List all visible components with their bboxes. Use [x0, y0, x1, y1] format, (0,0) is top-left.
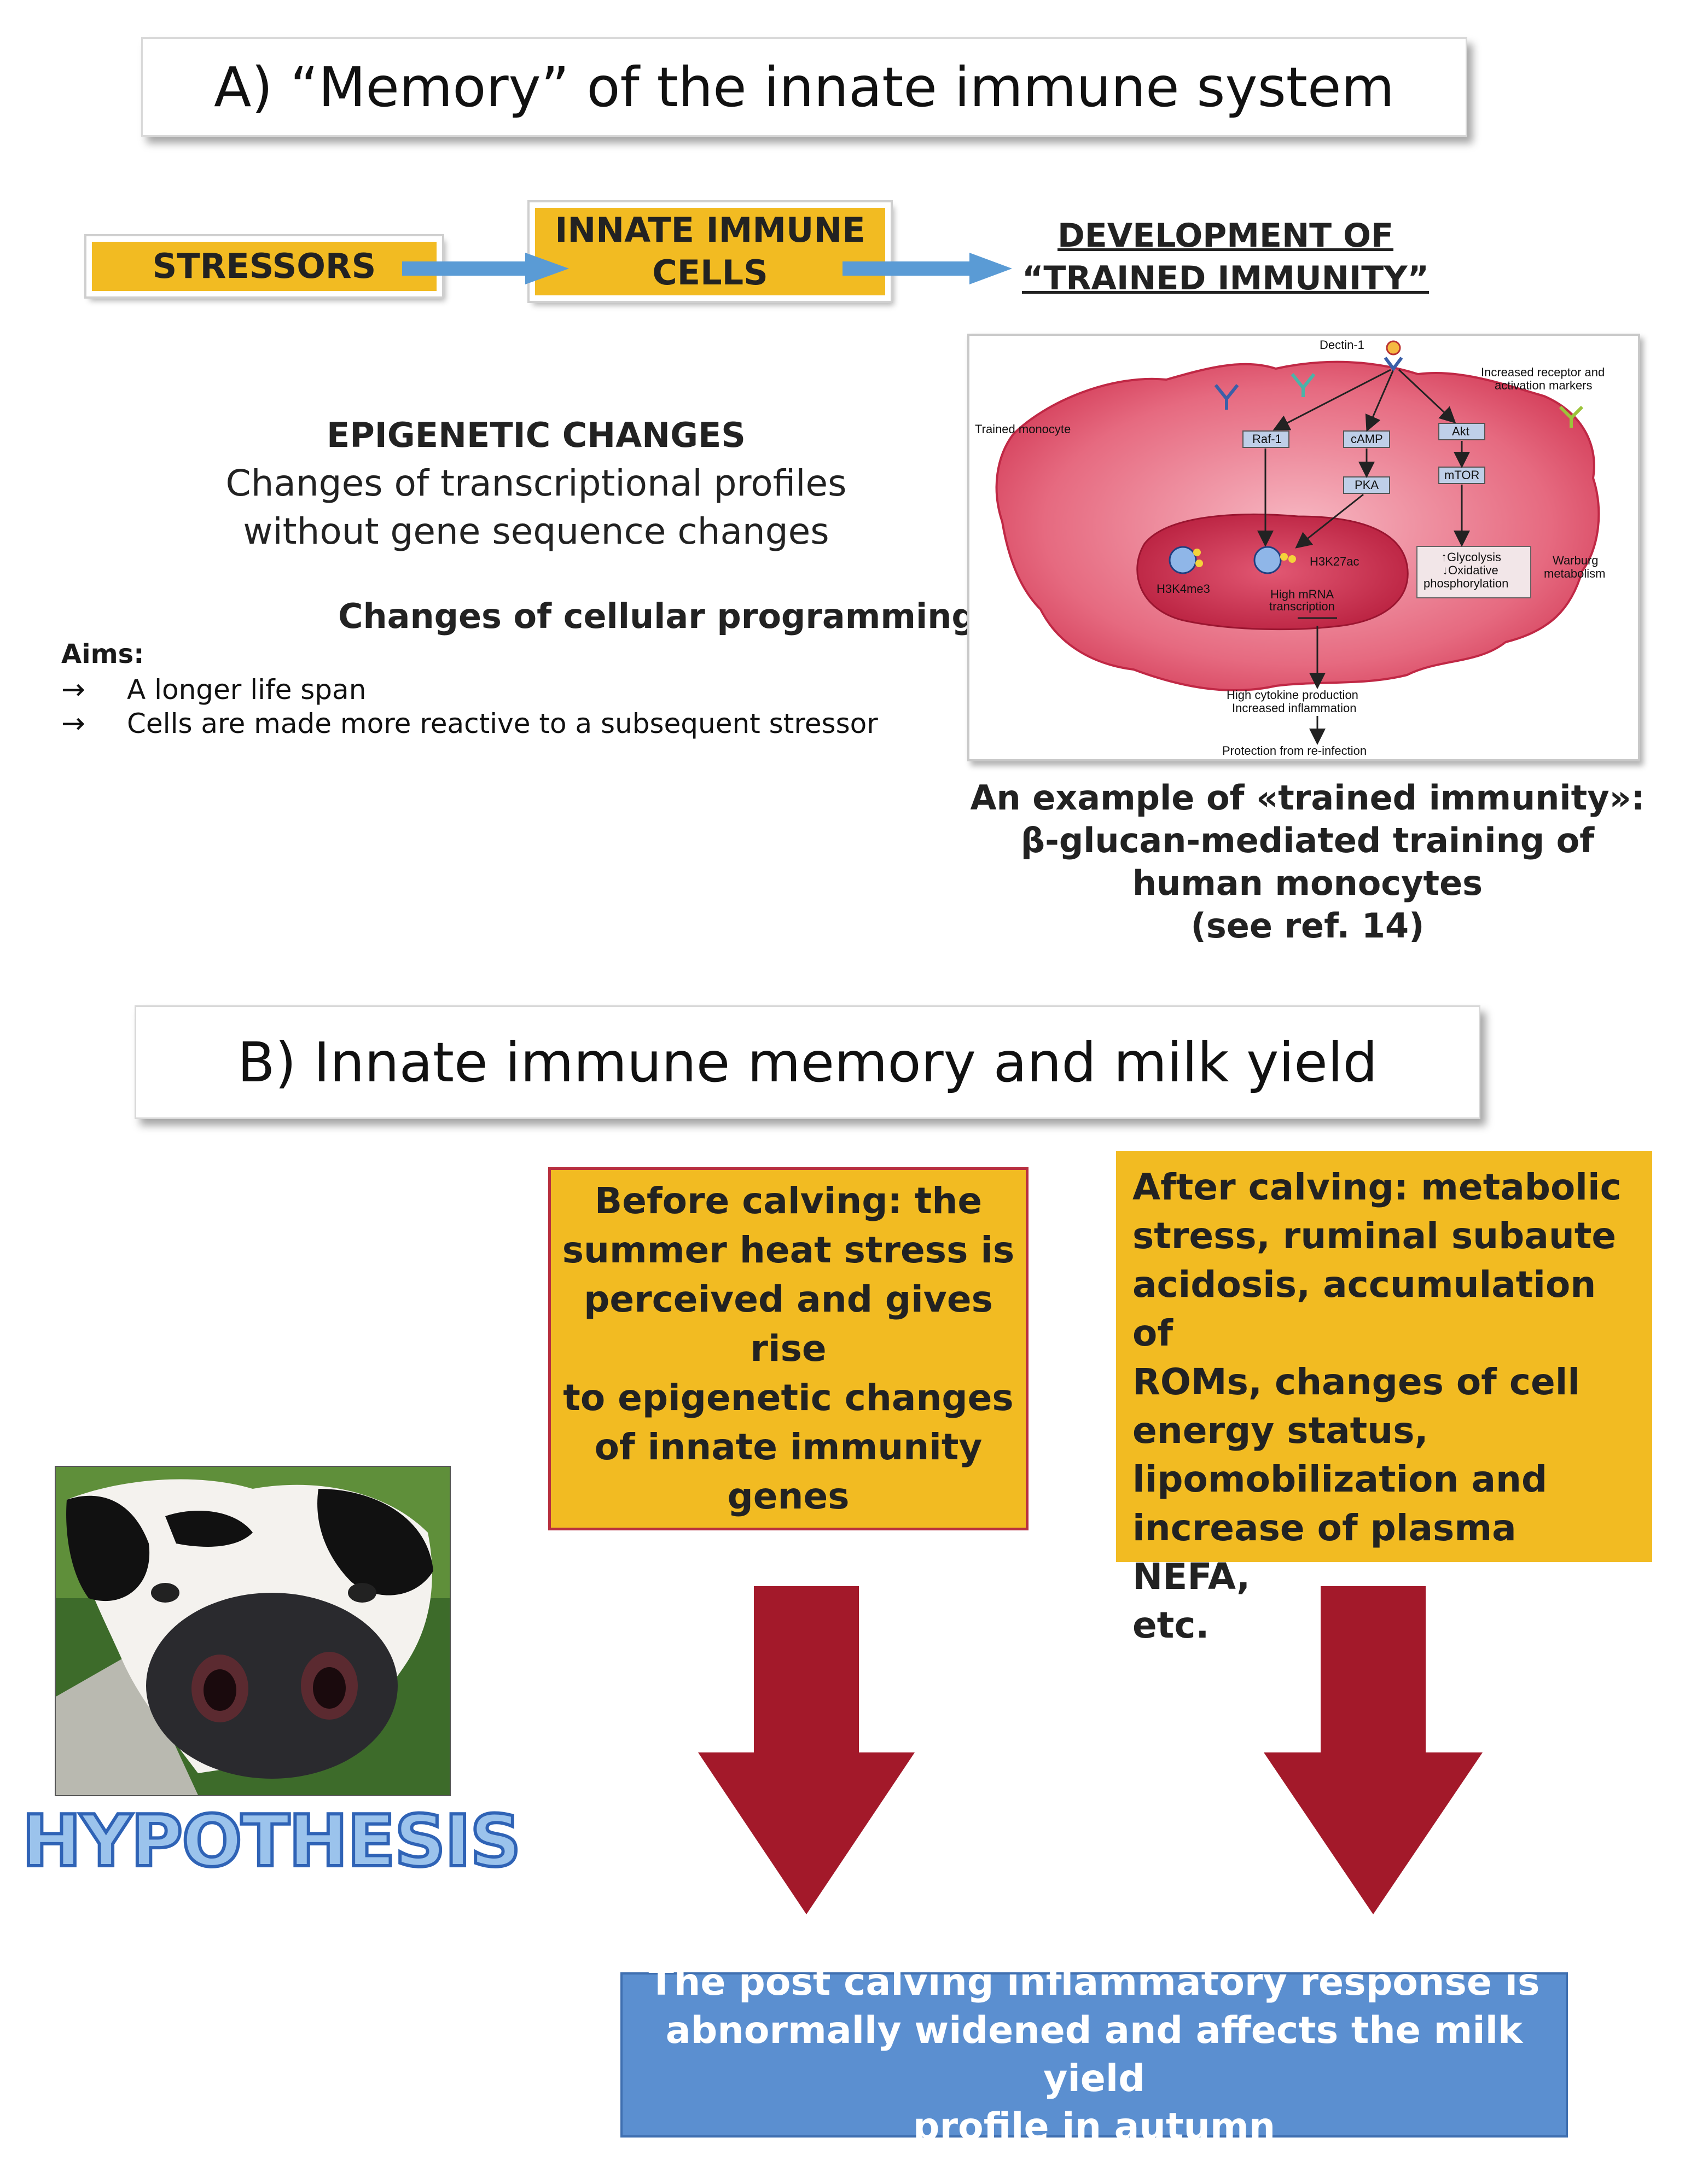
fig-trained-monocyte: Trained monocyte: [975, 422, 1071, 436]
trained-immunity-caption: An example of «trained immunity»: β-gluc…: [952, 777, 1663, 947]
epigenetic-line1: Changes of transcriptional profiles: [225, 462, 847, 504]
caption-line4: (see ref. 14): [1190, 906, 1425, 946]
down-arrow-left: [698, 1586, 915, 1914]
fig-cytokine-2: Increased inflammation: [1232, 701, 1356, 715]
development-line1: DEVELOPMENT OF: [1057, 217, 1393, 255]
caption-line3: human monocytes: [1132, 863, 1483, 903]
aims-arrow-1: →: [61, 673, 85, 706]
before-calving-line4: to epigenetic changes: [563, 1377, 1014, 1419]
after-calving-line6: lipomobilization and: [1132, 1458, 1548, 1500]
after-calving-line2: stress, ruminal subaute: [1132, 1215, 1617, 1257]
glycolysis-box: [1416, 546, 1531, 598]
aims-block: Aims: → A longer life span → Cells are m…: [61, 639, 937, 741]
stressors-box: STRESSORS: [84, 234, 444, 299]
section-b-title: B) Innate immune memory and milk yield: [237, 1030, 1378, 1094]
figure-text: Dectin-1 Increased receptor and activati…: [975, 338, 1605, 758]
fig-camp: cAMP: [1351, 432, 1383, 446]
after-calving-box: After calving: metabolic stress, ruminal…: [1116, 1151, 1652, 1646]
dectin-receptor-icon: [1384, 340, 1403, 371]
innate-cells-line1: INNATE IMMUNE: [555, 210, 865, 250]
flow-arrows: [402, 253, 1012, 284]
development-label: DEVELOPMENT OF “TRAINED IMMUNITY”: [996, 214, 1455, 300]
section-a-header: A) “Memory” of the innate immune system: [141, 37, 1467, 137]
section-a-title: A) “Memory” of the innate immune system: [214, 55, 1395, 119]
cow-photo: [55, 1466, 451, 1796]
fig-warburg-1: Warburg: [1553, 554, 1599, 567]
camp-box: [1343, 430, 1390, 448]
before-calving-line6: genes: [727, 1475, 850, 1517]
fig-dectin: Dectin-1: [1320, 338, 1364, 352]
down-arrows: [698, 1586, 1483, 1914]
akt-box: [1438, 423, 1485, 440]
after-calving-line8: etc.: [1132, 1604, 1210, 1646]
flow-arrow-1: [402, 253, 569, 284]
monocyte-diagram: Dectin-1 Increased receptor and activati…: [975, 338, 1605, 758]
signal-arrows: [1257, 369, 1470, 745]
receptor-icon-teal: [1291, 373, 1316, 397]
trained-monocyte-figure: Dectin-1 Increased receptor and activati…: [967, 334, 1640, 761]
pka-box: [1343, 476, 1390, 494]
result-box: The post calving inflammatory response i…: [620, 1961, 1568, 2148]
chromatin-icon-2: [1253, 546, 1296, 574]
fig-receptor-1: Increased receptor and: [1481, 365, 1605, 379]
fig-mrna-1: High mRNA: [1270, 587, 1334, 601]
after-calving-line5: energy status,: [1132, 1410, 1428, 1452]
fig-glyco-2: ↓Oxidative: [1442, 563, 1498, 577]
fig-glyco-1: ↑Glycolysis: [1441, 550, 1501, 564]
receptor-icon-blue: [1214, 384, 1239, 410]
raf-box: [1242, 430, 1289, 448]
fig-akt: Akt: [1452, 424, 1469, 438]
flow-arrow-2: [842, 253, 1012, 284]
fig-warburg-2: metabolism: [1544, 567, 1605, 580]
chromatin-icon-1: [1169, 546, 1203, 574]
innate-cells-line2: CELLS: [652, 253, 768, 293]
fig-pka: PKA: [1355, 478, 1379, 492]
innate-cells-box: INNATE IMMUNE CELLS: [527, 200, 893, 303]
result-line1: The post calving inflammatory response i…: [648, 1961, 1540, 2004]
down-arrow-right: [1264, 1586, 1483, 1914]
result-line3: profile in autumn: [913, 2105, 1276, 2148]
caption-line1: An example of «trained immunity»:: [970, 778, 1645, 818]
after-calving-line7: increase of plasma NEFA,: [1132, 1507, 1516, 1598]
aims-item-1: → A longer life span: [61, 673, 937, 707]
epigenetic-line2: without gene sequence changes: [243, 510, 829, 552]
aims-item-2: → Cells are made more reactive to a subs…: [61, 707, 937, 741]
fig-h3k27ac: H3K27ac: [1310, 555, 1359, 568]
epigenetic-title: EPIGENETIC CHANGES: [327, 415, 746, 455]
cow-illustration: [56, 1467, 450, 1795]
aims-text-2: Cells are made more reactive to a subseq…: [127, 708, 878, 739]
before-calving-line3: perceived and gives rise: [584, 1278, 993, 1370]
fig-receptor-2: activation markers: [1495, 378, 1593, 392]
after-calving-line4: ROMs, changes of cell: [1132, 1361, 1581, 1403]
after-calving-line1: After calving: metabolic: [1132, 1166, 1622, 1208]
caption-line2: β-glucan-mediated training of: [1020, 820, 1595, 860]
section-b-header: B) Innate immune memory and milk yield: [135, 1005, 1480, 1119]
fig-raf: Raf-1: [1252, 432, 1282, 446]
result-line2: abnormally widened and affects the milk …: [665, 2009, 1523, 2100]
fig-mrna-2: transcription: [1269, 599, 1335, 613]
fig-glyco-3: phosphorylation: [1423, 576, 1508, 590]
mtor-box: [1438, 467, 1485, 484]
fig-cytokine-1: High cytokine production: [1227, 688, 1358, 702]
programming-title: Changes of cellular programming: [338, 596, 976, 636]
epigenetic-panel: EPIGENETIC CHANGES Changes of transcript…: [191, 411, 881, 556]
before-calving-line1: Before calving: the: [594, 1180, 983, 1222]
development-line2: “TRAINED IMMUNITY”: [1021, 259, 1430, 298]
fig-protection: Protection from re-infection: [1222, 744, 1367, 758]
stressors-label: STRESSORS: [152, 246, 376, 286]
aims-label: Aims:: [61, 639, 144, 669]
aims-text-1: A longer life span: [127, 674, 367, 706]
after-calving-line3: acidosis, accumulation of: [1132, 1263, 1596, 1354]
fig-mtor: mTOR: [1444, 468, 1479, 482]
receptor-icon-green: [1559, 405, 1584, 428]
before-calving-box: Before calving: the summer heat stress i…: [548, 1167, 1029, 1530]
before-calving-line5: of innate immunity: [594, 1426, 983, 1468]
aims-arrow-2: →: [61, 707, 85, 740]
before-calving-line2: summer heat stress is: [562, 1229, 1015, 1271]
hypothesis-label: HYPOTHESIS: [20, 1798, 523, 1884]
fig-h3k4me3: H3K4me3: [1157, 582, 1210, 596]
